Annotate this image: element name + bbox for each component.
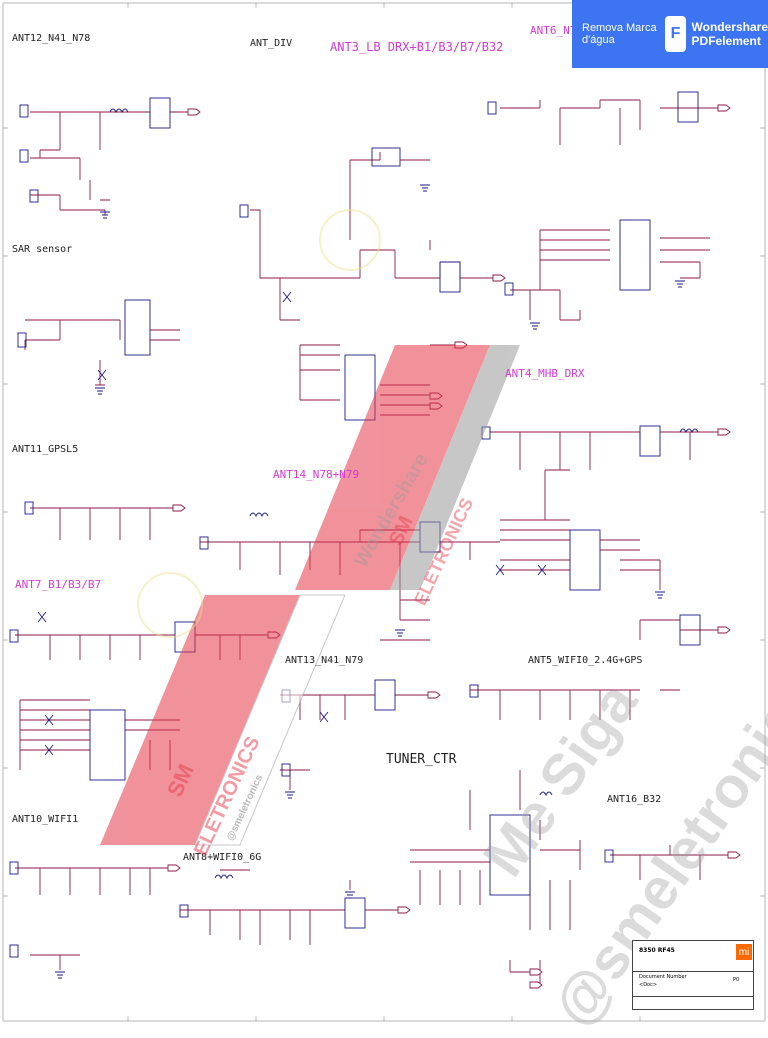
section-label-ant7: ANT7_B1/B3/B7 xyxy=(15,578,102,591)
title-block-doc-label: Document Number xyxy=(639,974,687,980)
brand-line-2: PDFelement xyxy=(691,34,761,48)
section-label-ant16: ANT16_B32 xyxy=(607,794,662,805)
pdfelement-logo-icon: F xyxy=(665,16,686,52)
section-label-ant3: ANT3_LB DRX+B1/B3/B7/B32 xyxy=(330,40,504,54)
title-block: 8350 RF45 Document Number <Doc> P0 xyxy=(632,940,754,1010)
section-label-ant-div: ANT_DIV xyxy=(250,38,293,49)
watermark-brand: Wondershare PDFelement xyxy=(692,20,768,48)
section-label-ant6: ANT6_N78 xyxy=(530,24,583,37)
section-label-ant8: ANT8+WIFI0_6G xyxy=(183,852,262,863)
section-label-ant4: ANT4_MHB_DRX xyxy=(505,367,585,380)
section-label-tuner: TUNER_CTR xyxy=(386,752,457,767)
title-block-rev: P0 xyxy=(733,977,740,983)
section-label-ant11: ANT11_GPSL5 xyxy=(12,444,79,455)
section-label-ant12: ANT12_N41_N78 xyxy=(12,33,91,44)
mi-logo-icon: mi xyxy=(736,944,752,960)
watermark-banner[interactable]: Remova Marca d'água F Wondershare PDFele… xyxy=(572,0,768,68)
section-label-ant5: ANT5_WIFI0_2.4G+GPS xyxy=(528,655,643,666)
title-block-doc-value: <Doc> xyxy=(639,982,658,988)
section-label-ant13: ANT13_N41_N79 xyxy=(285,655,364,666)
remove-watermark-link[interactable]: Remova Marca d'água xyxy=(582,22,657,46)
brand-line-1: Wondershare xyxy=(691,20,768,34)
section-label-ant14: ANT14_N78+N79 xyxy=(273,468,360,481)
title-block-title: 8350 RF45 xyxy=(639,947,675,954)
section-label-ant10: ANT10_WIFI1 xyxy=(12,814,79,825)
section-label-sar: SAR sensor xyxy=(12,244,73,255)
